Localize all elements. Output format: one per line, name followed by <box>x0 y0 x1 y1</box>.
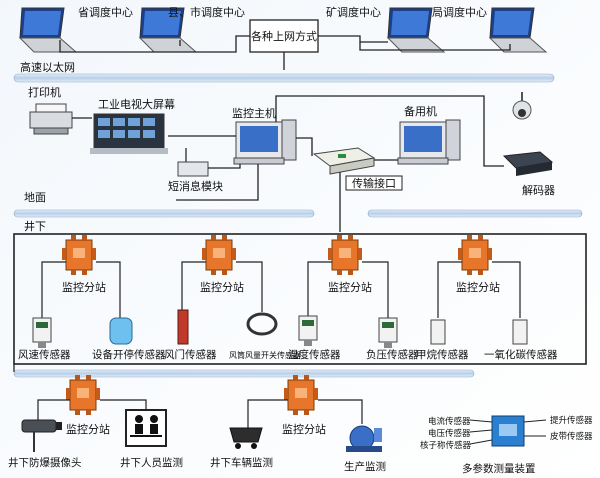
main-host-group: 监控主机 <box>232 106 297 165</box>
bottom-bus-bar <box>13 369 475 378</box>
substation-icon-1 <box>61 234 97 276</box>
surface-connection-lines <box>72 95 504 232</box>
substations-row: 监控分站 监控分站 监控分站 监控分站 <box>61 234 500 294</box>
pressure-sensor-label: 负压传感器 <box>366 348 419 361</box>
bureau-center-label: 局调度中心 <box>432 5 487 19</box>
ethernet-bar <box>13 73 555 83</box>
methane-sensor-icon <box>430 319 446 345</box>
underground-label: 井下 <box>24 219 46 233</box>
current-sensor-label: 电流传感器 <box>428 416 471 427</box>
main-host-label: 监控主机 <box>232 106 276 120</box>
sms-module-label: 短消息模块 <box>168 179 223 193</box>
substation-icon-2 <box>201 234 237 276</box>
top-connection-lines <box>59 35 511 70</box>
ground-label: 地面 <box>24 191 46 204</box>
ground-bar-left <box>13 209 315 218</box>
voltage-sensor-label: 电压传感器 <box>428 428 471 439</box>
explosion-proof-camera-icon <box>21 419 57 433</box>
mine-cart-icon <box>229 427 263 443</box>
internet-methods-label: 各种上网方式 <box>251 29 317 43</box>
printer-group: 打印机 <box>28 85 73 135</box>
sensor-branch-lines <box>41 261 521 318</box>
substation-label-3: 监控分站 <box>328 280 372 294</box>
internet-methods-box <box>249 19 319 53</box>
equipment-sensor-icon <box>109 317 133 345</box>
co-sensor-label: 一氧化碳传感器 <box>484 348 558 361</box>
vehicle-group: 井下车辆监测 <box>210 427 273 469</box>
wind-speed-sensor-label: 风速传感器 <box>18 348 71 361</box>
substation-label-5: 监控分站 <box>66 422 110 436</box>
substation-label-2: 监控分站 <box>200 280 244 294</box>
decoder-label: 解码器 <box>522 183 555 197</box>
belt-sensor-label: 皮带传感器 <box>550 431 593 442</box>
decoder-group: 解码器 <box>502 92 555 197</box>
sensor-labels: 风速传感器 设备开停传感器 风门传感器 风筒风量开关传感器 温度传感器 负压传感… <box>18 348 558 361</box>
sms-module-icon <box>177 161 209 177</box>
substation-icon-4 <box>457 234 493 276</box>
personnel-group: 井下人员监测 <box>120 409 183 469</box>
temperature-sensor-label: 温度传感器 <box>288 348 341 361</box>
explosion-proof-camera-label: 井下防爆摄像头 <box>8 456 82 469</box>
ethernet-label: 高速以太网 <box>20 60 75 74</box>
underground-bus-frame <box>13 233 587 365</box>
substation-label-4: 监控分站 <box>456 280 500 294</box>
printer-label: 打印机 <box>28 85 61 99</box>
duct-switch-sensor-icon <box>246 312 278 336</box>
explosion-proof-camera-group: 井下防爆摄像头 <box>8 419 82 469</box>
methane-sensor-label: 甲烷传感器 <box>416 348 469 361</box>
backup-host-group: 备用机 <box>397 104 461 165</box>
air-door-sensor-label: 风门传感器 <box>164 348 217 361</box>
backup-host-label: 备用机 <box>404 104 437 118</box>
ground-bar-right <box>367 209 583 218</box>
personnel-label: 井下人员监测 <box>120 456 183 469</box>
equipment-sensor-label: 设备开停传感器 <box>92 348 166 361</box>
production-label: 生产监测 <box>344 460 386 473</box>
substation-label-1: 监控分站 <box>62 280 106 294</box>
substation-icon-3 <box>327 234 363 276</box>
substation-icon-6 <box>283 374 319 416</box>
duct-switch-sensor-label: 风筒风量开关传感器 <box>229 350 301 360</box>
mine-center-label: 矿调度中心 <box>326 5 381 19</box>
multi-param-label: 多参数测量装置 <box>462 462 536 475</box>
province-center-label: 省调度中心 <box>78 5 133 19</box>
big-screen-label: 工业电视大屏幕 <box>98 97 175 111</box>
production-group: 生产监测 <box>344 425 386 473</box>
co-sensor-icon <box>512 319 528 345</box>
substation-label-6: 监控分站 <box>282 422 326 436</box>
dispatch-centers: 省调度中心 县、市调度中心 矿调度中心 局调度中心 <box>19 5 547 53</box>
scale-sensor-label: 核子称传感器 <box>420 440 472 451</box>
bottom-branch-lines <box>37 399 363 428</box>
printer-icon <box>29 111 73 129</box>
hoist-sensor-label: 提升传感器 <box>550 415 593 426</box>
county-center-label: 县、市调度中心 <box>168 5 245 19</box>
big-screen-group: 工业电视大屏幕 <box>90 97 175 154</box>
bottom-substations: 监控分站 监控分站 <box>65 374 326 436</box>
personnel-icon <box>125 409 167 447</box>
sensor-icons <box>32 309 528 349</box>
sms-module-group: 短消息模块 <box>168 148 223 193</box>
air-door-sensor-icon <box>177 309 189 345</box>
multi-param-group: 电流传感器 电压传感器 核子称传感器 提升传感器 皮带传感器 多参数测量装置 <box>420 415 593 475</box>
transfer-interface-group: 传输接口 <box>312 147 403 191</box>
vehicle-label: 井下车辆监测 <box>210 456 273 469</box>
substation-icon-5 <box>65 374 101 416</box>
transfer-interface-label: 传输接口 <box>352 176 396 190</box>
